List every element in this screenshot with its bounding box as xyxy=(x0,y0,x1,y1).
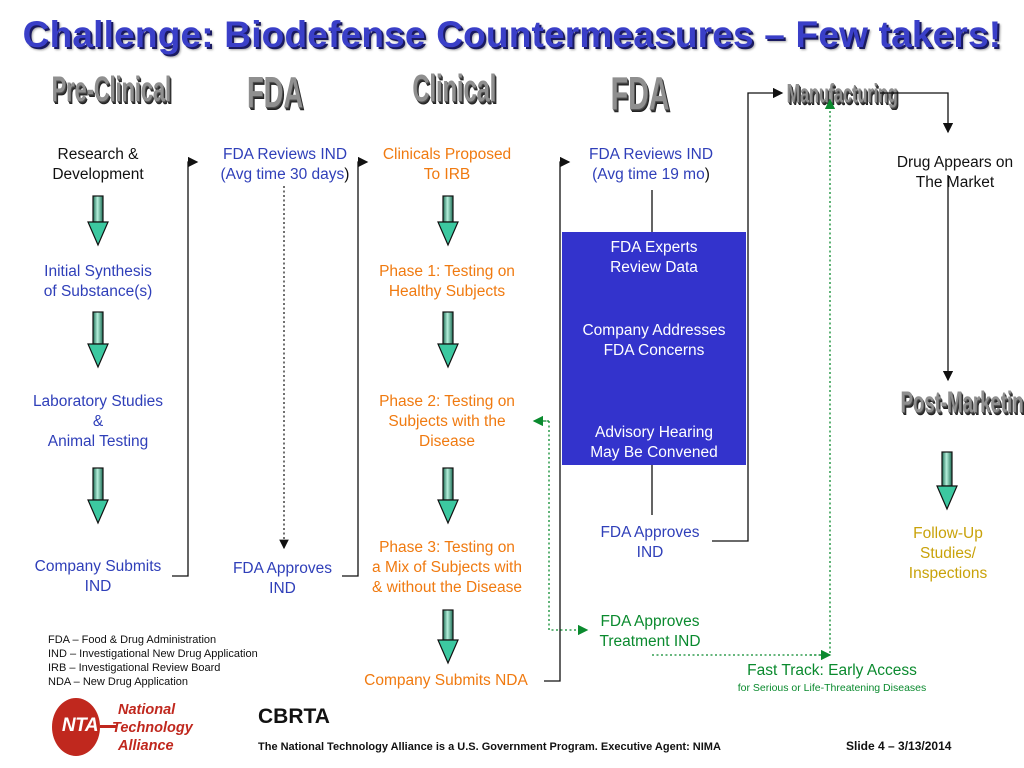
nta-logo-initials: NTA xyxy=(61,715,99,736)
green-dotted-connectors xyxy=(532,98,836,661)
nta-logo: NTA National Technology Alliance xyxy=(52,698,232,758)
nta-logo-mark xyxy=(52,698,100,756)
green-fasttrack xyxy=(652,98,836,656)
header-clinical: Clinical xyxy=(412,68,497,110)
connector-col1-to-col2 xyxy=(172,156,199,577)
connector-lines xyxy=(172,87,954,682)
down-arrow-col3-1 xyxy=(437,195,459,247)
nta-logo-text: National Technology Alliance xyxy=(112,702,193,754)
fda-reviews-ind-19: FDA Reviews IND(Avg time 19 mo) xyxy=(588,146,714,183)
glossary-nda: NDA – New Drug Application xyxy=(48,676,189,688)
glossary-ind: IND – Investigational New Drug Applicati… xyxy=(48,648,258,660)
footer-slide: Slide 4 – 3/13/2014 xyxy=(846,739,952,753)
connector-col2-to-col3 xyxy=(342,156,369,577)
research-development: Research &Development xyxy=(52,146,144,183)
down-arrow-col1-2 xyxy=(87,311,109,369)
down-arrow-post-marketing xyxy=(936,451,958,511)
glossary-irb: IRB – Investigational Review Board xyxy=(48,662,221,674)
nta-logo-line xyxy=(100,725,116,728)
header-fda-2: FDA xyxy=(610,67,670,119)
connector-approve-to-manufacturing xyxy=(712,87,784,542)
cbrta-label: CBRTA xyxy=(258,705,330,728)
laboratory-studies: Laboratory Studies&Animal Testing xyxy=(32,393,164,450)
fast-track-label: Fast Track: Early Access xyxy=(747,662,917,679)
down-arrow-col3-2 xyxy=(437,311,459,369)
glossary-fda: FDA – Food & Drug Administration xyxy=(48,634,217,646)
footer-program: The National Technology Alliance is a U.… xyxy=(258,741,721,753)
fast-track-sub: for Serious or Life-Threatening Diseases xyxy=(737,682,927,694)
page-title: Challenge: Biodefense Countermeasures – … xyxy=(22,14,1002,55)
down-arrow-col3-3 xyxy=(437,467,459,525)
connector-manufacturing-to-market xyxy=(880,92,954,134)
down-arrow-col3-4 xyxy=(437,609,459,665)
connector-col3-to-col4 xyxy=(544,156,571,682)
company-submits-nda: Company Submits NDA xyxy=(364,672,528,689)
down-arrow-col1-1 xyxy=(87,195,109,247)
down-arrows xyxy=(87,195,958,665)
header-fda-1: FDA xyxy=(246,68,304,117)
glossary: FDA – Food & Drug Administration IND – I… xyxy=(48,633,258,689)
green-phase2-treatment xyxy=(540,420,589,636)
fda-reviews-ind-30: FDA Reviews IND(Avg time 30 days) xyxy=(220,146,350,183)
down-arrow-col1-3 xyxy=(87,467,109,525)
